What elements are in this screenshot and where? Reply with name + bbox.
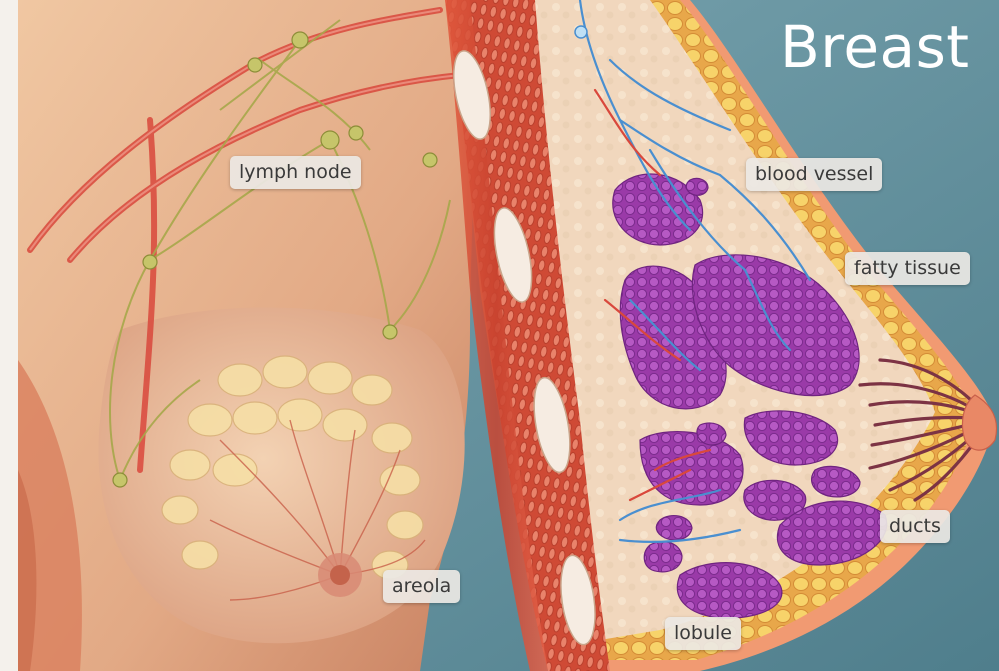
label-lobule: lobule (665, 617, 741, 650)
label-fatty-tissue: fatty tissue (845, 252, 970, 285)
label-ducts: ducts (880, 510, 950, 543)
left-margin (0, 0, 18, 671)
label-lymph-node: lymph node (230, 156, 361, 189)
label-blood-vessel: blood vessel (746, 158, 882, 191)
diagram-title: Breast (780, 18, 970, 76)
label-areola: areola (383, 570, 460, 603)
nipple-shape (330, 565, 350, 585)
